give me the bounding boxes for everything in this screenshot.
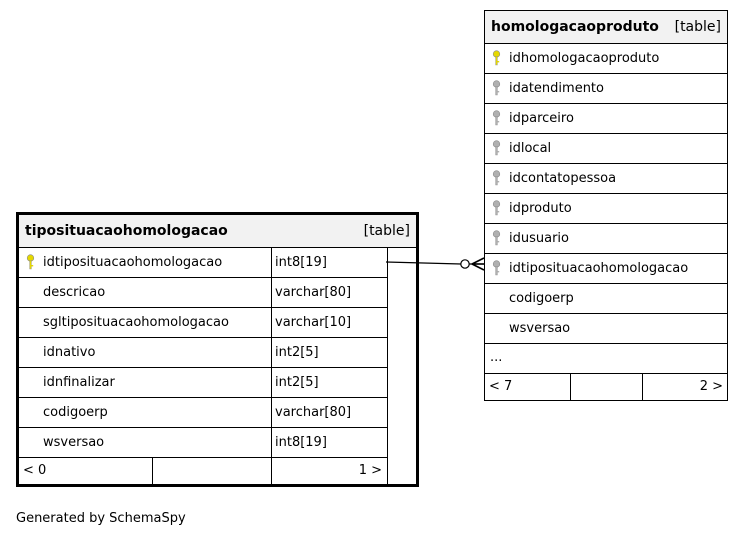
table-name: tiposituacaohomologacao [25, 223, 228, 239]
footer-children[interactable]: 1 > [272, 458, 387, 484]
column-row[interactable]: idnativo int2[5] [19, 338, 388, 368]
column-row[interactable]: idatendimento [485, 74, 727, 104]
column-datatype: varchar[80] [275, 285, 352, 300]
column-name: idcontatopessoa [509, 171, 617, 186]
primary-key-icon [492, 50, 501, 66]
column-name-cell: idtiposituacaohomologacao [19, 248, 272, 277]
foreign-key-icon [492, 80, 501, 96]
column-row[interactable]: idtiposituacaohomologacao [485, 254, 727, 284]
column-row[interactable]: wsversao [485, 314, 727, 344]
table-footer: < 7 2 > [485, 374, 727, 400]
column-row[interactable]: idhomologacaoproduto [485, 44, 727, 74]
foreign-key-icon [492, 110, 501, 126]
column-row[interactable]: idlocal [485, 134, 727, 164]
column-name: sgltiposituacaohomologacao [43, 315, 229, 330]
column-row[interactable]: idproduto [485, 194, 727, 224]
column-name: idtiposituacaohomologacao [509, 261, 689, 276]
column-name: idusuario [509, 231, 569, 246]
table-footer: < 0 1 > [19, 458, 388, 484]
column-datatype: int8[19] [275, 435, 327, 450]
column-datatype: varchar[10] [275, 315, 352, 330]
parents-count: < 0 [23, 463, 47, 478]
column-name-cell: wsversao [19, 428, 272, 457]
table-type: [table] [674, 19, 721, 35]
column-row[interactable]: idcontatopessoa [485, 164, 727, 194]
column-row[interactable]: codigoerp [485, 284, 727, 314]
foreign-key-icon [492, 140, 501, 156]
foreign-key-icon [492, 200, 501, 216]
column-name-cell: descricao [19, 278, 272, 307]
column-datatype: int2[5] [275, 345, 319, 360]
column-datatype: varchar[80] [275, 405, 352, 420]
table-tiposituacaohomologacao[interactable]: tiposituacaohomologacao [table] idtiposi… [16, 212, 419, 487]
children-count: 2 > [699, 379, 723, 394]
column-name-cell: sgltiposituacaohomologacao [19, 308, 272, 337]
column-name: idnfinalizar [43, 375, 115, 390]
column-name-cell: idnfinalizar [19, 368, 272, 397]
foreign-key-icon [492, 260, 501, 276]
table-header: homologacaoproduto [table] [485, 11, 727, 44]
primary-key-icon [26, 254, 35, 270]
column-name-cell: codigoerp [19, 398, 272, 427]
table-type: [table] [363, 223, 410, 239]
column-name: wsversao [509, 321, 571, 336]
column-name: idtiposituacaohomologacao [43, 255, 223, 270]
column-row[interactable]: wsversao int8[19] [19, 428, 388, 458]
table-homologacaoproduto[interactable]: homologacaoproduto [table] idhomologacao… [484, 10, 728, 401]
footer-middle [153, 458, 272, 484]
more-columns-indicator: ... [490, 350, 503, 365]
column-datatype: int2[5] [275, 375, 319, 390]
column-name: codigoerp [43, 405, 108, 420]
column-name: idatendimento [509, 81, 604, 96]
more-columns-row: ... [485, 344, 727, 374]
table-header: tiposituacaohomologacao [table] [19, 215, 416, 248]
column-row[interactable]: idparceiro [485, 104, 727, 134]
column-row[interactable]: codigoerp varchar[80] [19, 398, 388, 428]
parents-count: < 7 [489, 379, 513, 394]
column-row[interactable]: sgltiposituacaohomologacao varchar[10] [19, 308, 388, 338]
footer-children[interactable]: 2 > [643, 374, 727, 400]
column-name: descricao [43, 285, 106, 300]
column-row[interactable]: descricao varchar[80] [19, 278, 388, 308]
table-name: homologacaoproduto [491, 19, 659, 35]
column-name-cell: idnativo [19, 338, 272, 367]
footer-middle [571, 374, 643, 400]
column-name: idlocal [509, 141, 552, 156]
footer-parents[interactable]: < 0 [19, 458, 153, 484]
foreign-key-icon [492, 230, 501, 246]
column-name: idproduto [509, 201, 572, 216]
footer-parents[interactable]: < 7 [485, 374, 571, 400]
column-datatype: int8[19] [275, 255, 327, 270]
column-name: codigoerp [509, 291, 574, 306]
column-row[interactable]: idtiposituacaohomologacao int8[19] [19, 248, 388, 278]
column-name: idparceiro [509, 111, 574, 126]
children-count: 1 > [358, 463, 382, 478]
column-name: idnativo [43, 345, 96, 360]
crows-foot-marker [471, 257, 485, 271]
column-name: wsversao [43, 435, 105, 450]
column-row[interactable]: idusuario [485, 224, 727, 254]
column-name: idhomologacaoproduto [509, 51, 660, 66]
foreign-key-icon [492, 170, 501, 186]
zero-cardinality-circle [460, 259, 470, 269]
table-right-gutter [387, 248, 419, 488]
column-row[interactable]: idnfinalizar int2[5] [19, 368, 388, 398]
generated-by-caption: Generated by SchemaSpy [16, 511, 186, 526]
